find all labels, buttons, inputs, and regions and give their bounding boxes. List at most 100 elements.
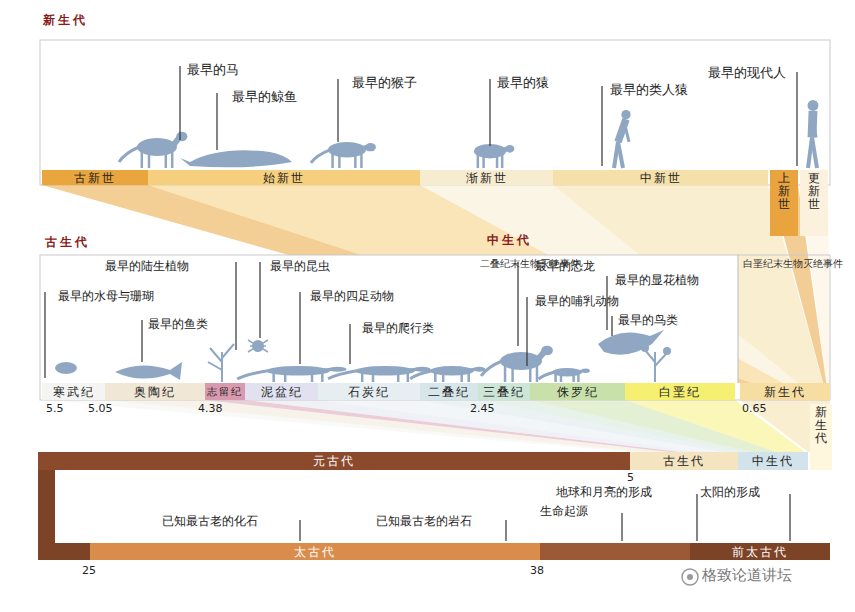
band-label: 更新世 <box>808 172 820 212</box>
callout-label: 25 <box>82 565 96 578</box>
callout-label: 最早的猿 <box>497 76 549 91</box>
callout-label: 最早的鲸鱼 <box>232 90 297 105</box>
animal-leg <box>511 364 514 382</box>
band-label: 始新世 <box>263 172 305 184</box>
animal-leg <box>577 374 580 382</box>
background-layer <box>40 40 830 185</box>
frame-bar <box>540 543 690 560</box>
animal-leg <box>529 364 532 382</box>
animal-leg <box>361 372 364 382</box>
time-band: 渐新世 <box>420 170 553 185</box>
animal-silhouette <box>180 150 292 167</box>
time-band: 寒武纪 <box>42 383 105 400</box>
figure-head <box>621 110 630 119</box>
band-label: 前太古代 <box>732 546 788 558</box>
animal-neck <box>409 368 418 372</box>
animal-body <box>355 366 415 376</box>
animal-leg <box>397 372 400 382</box>
animal-leg <box>504 364 507 382</box>
figure-leg <box>812 137 817 168</box>
animal-leg <box>321 372 324 382</box>
leader-line <box>489 79 490 146</box>
time-band: 中生代 <box>738 452 808 470</box>
band-label: 三叠纪 <box>483 386 525 398</box>
animal-leg <box>442 372 445 382</box>
leader-line <box>505 520 506 541</box>
time-frame <box>38 452 830 560</box>
animal-tail <box>410 371 432 379</box>
animal-body <box>266 366 330 376</box>
figure-arm <box>813 115 816 137</box>
animal-leg <box>354 152 357 168</box>
callout-label: 太阳的形成 <box>700 486 760 500</box>
era-title: 新生代 <box>43 14 88 28</box>
animal-leg <box>360 152 363 168</box>
callout-label: 最早的鸟类 <box>618 314 678 328</box>
time-band: 白垩纪 <box>625 383 735 400</box>
event-note: 二叠纪末生物灭绝事件 <box>480 258 490 270</box>
leader-line <box>601 86 602 166</box>
animal-silhouette <box>248 340 268 352</box>
band-label: 渐新世 <box>466 172 508 184</box>
band-label: 中生代 <box>752 455 794 467</box>
callout-label: 5 <box>627 472 634 485</box>
time-band: 二叠纪 <box>420 383 478 400</box>
frame-ground <box>55 470 830 543</box>
band-label: 志留纪 <box>207 387 243 397</box>
leader-line <box>517 262 518 346</box>
time-band: 奥陶纪 <box>105 383 205 400</box>
animal-leg <box>560 374 563 382</box>
animal-tail <box>237 371 268 379</box>
leader-line <box>526 297 527 366</box>
band-label: 新生代 <box>815 406 827 446</box>
animal-leg <box>572 374 575 382</box>
animal-leg <box>496 154 499 168</box>
animal-silhouette <box>115 362 182 380</box>
callout-label: 格致论道讲坛 <box>702 567 792 584</box>
time-band: 太古代 <box>90 543 540 560</box>
animal-tail <box>328 371 357 379</box>
leader-line <box>696 494 697 541</box>
animal-tail <box>481 361 502 376</box>
leader-line <box>235 262 236 350</box>
time-band: 元古代 <box>38 452 630 470</box>
animal-leg <box>311 372 314 382</box>
callout-label: 最早的恐龙 <box>535 260 595 274</box>
animal-leg <box>272 372 275 382</box>
band-label: 侏罗纪 <box>557 386 599 398</box>
era-title: 中生代 <box>487 234 532 248</box>
era-title: 古生代 <box>45 236 90 250</box>
divider-line <box>738 255 739 383</box>
time-band: 更新世 <box>800 170 828 236</box>
leader-line <box>621 513 622 541</box>
animal-leg <box>338 152 341 168</box>
era-panel <box>40 40 830 185</box>
callout-label: 最早的四足动物 <box>310 290 394 304</box>
band-label: 太古代 <box>294 546 336 558</box>
leader-line <box>44 292 45 378</box>
animal-silhouette <box>641 344 649 352</box>
animal-neck <box>579 369 584 373</box>
leader-line <box>299 292 300 364</box>
animal-silhouette <box>614 110 631 168</box>
band-label: 泥盆纪 <box>261 386 303 398</box>
callout-label: 地球和月亮的形成 <box>556 486 652 500</box>
callout-label: 生命起源 <box>540 505 588 519</box>
time-band: 泥盆纪 <box>245 383 318 400</box>
animal-leg <box>171 150 174 168</box>
animal-silhouette <box>808 100 819 168</box>
animal-leg <box>536 364 539 382</box>
time-band: 前太古代 <box>690 543 830 560</box>
time-band: 三叠纪 <box>478 383 530 400</box>
animal-neck <box>503 149 508 150</box>
frame-bar <box>38 543 90 560</box>
callout-label: 38 <box>530 565 544 578</box>
time-band: 新生代 <box>740 383 830 400</box>
animal-neck <box>362 147 368 148</box>
watermark-icon <box>687 574 693 580</box>
figure-head <box>808 100 819 111</box>
leader-line <box>179 66 180 140</box>
band-label: 中新世 <box>640 172 682 184</box>
leader-line <box>337 79 338 142</box>
callout-label: 0.65 <box>742 403 767 416</box>
